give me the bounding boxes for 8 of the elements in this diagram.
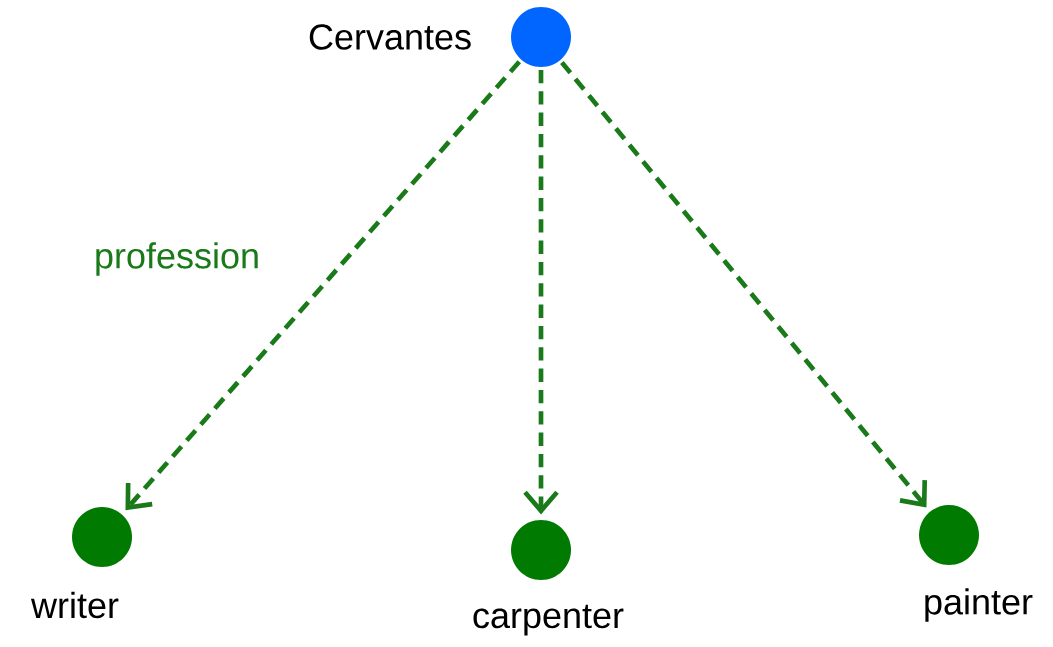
arrow	[560, 61, 928, 508]
edge-label: profession	[91, 239, 263, 279]
node-label: Cervantes	[309, 24, 471, 50]
node-label: writer	[30, 591, 119, 619]
node-label: painter	[925, 588, 1033, 622]
arrow	[125, 60, 522, 511]
arrow	[523, 69, 559, 515]
node-label: carpenter	[473, 604, 624, 636]
